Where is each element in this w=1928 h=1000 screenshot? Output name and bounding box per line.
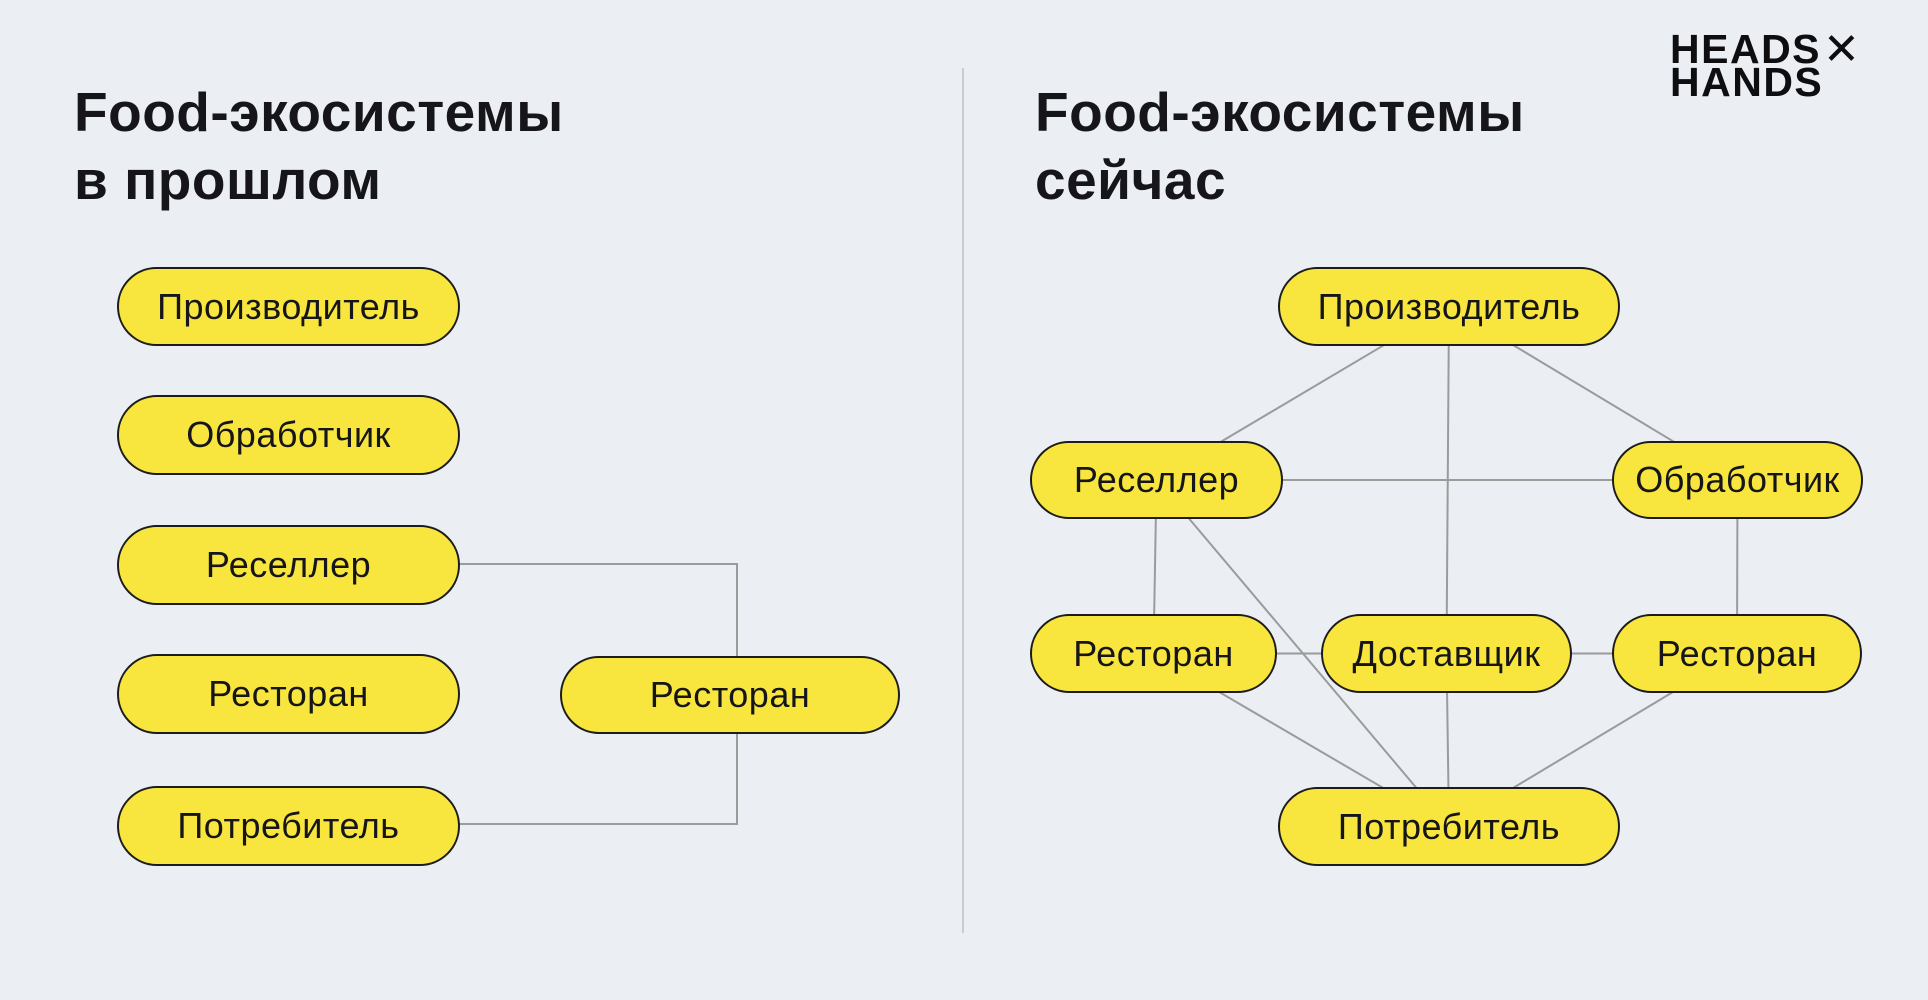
logo-line2: HANDS — [1670, 59, 1824, 105]
node-left-consumer: Потребитель — [117, 786, 460, 866]
node-right-reseller: Реселлер — [1030, 441, 1283, 519]
left-panel-title: Food-экосистемы в прошлом — [74, 78, 564, 214]
right-title-line1: Food-экосистемы — [1035, 81, 1525, 143]
logo-cross-icon: ✕ — [1823, 25, 1860, 74]
heads-and-hands-logo: HEADS✕ HANDS — [1670, 25, 1860, 105]
node-left-processor: Обработчик — [117, 395, 460, 475]
right-panel-title: Food-экосистемы сейчас — [1035, 78, 1525, 214]
left-title-line1: Food-экосистемы — [74, 81, 564, 143]
logo-line1: HEADS✕ — [1670, 25, 1860, 74]
node-left-reseller: Реселлер — [117, 525, 460, 605]
node-left-producer: Производитель — [117, 267, 460, 346]
left-title-line2: в прошлом — [74, 149, 382, 211]
node-right-restaurant_right: Ресторан — [1612, 614, 1862, 693]
node-right-courier: Доставщик — [1321, 614, 1572, 693]
panel-divider — [962, 68, 964, 933]
node-left-restaurant: Ресторан — [117, 654, 460, 734]
node-right-restaurant_left: Ресторан — [1030, 614, 1277, 693]
node-left-restaurant2: Ресторан — [560, 656, 900, 734]
node-right-consumer: Потребитель — [1278, 787, 1620, 866]
right-title-line2: сейчас — [1035, 149, 1227, 211]
node-right-producer: Производитель — [1278, 267, 1620, 346]
node-right-processor: Обработчик — [1612, 441, 1863, 519]
